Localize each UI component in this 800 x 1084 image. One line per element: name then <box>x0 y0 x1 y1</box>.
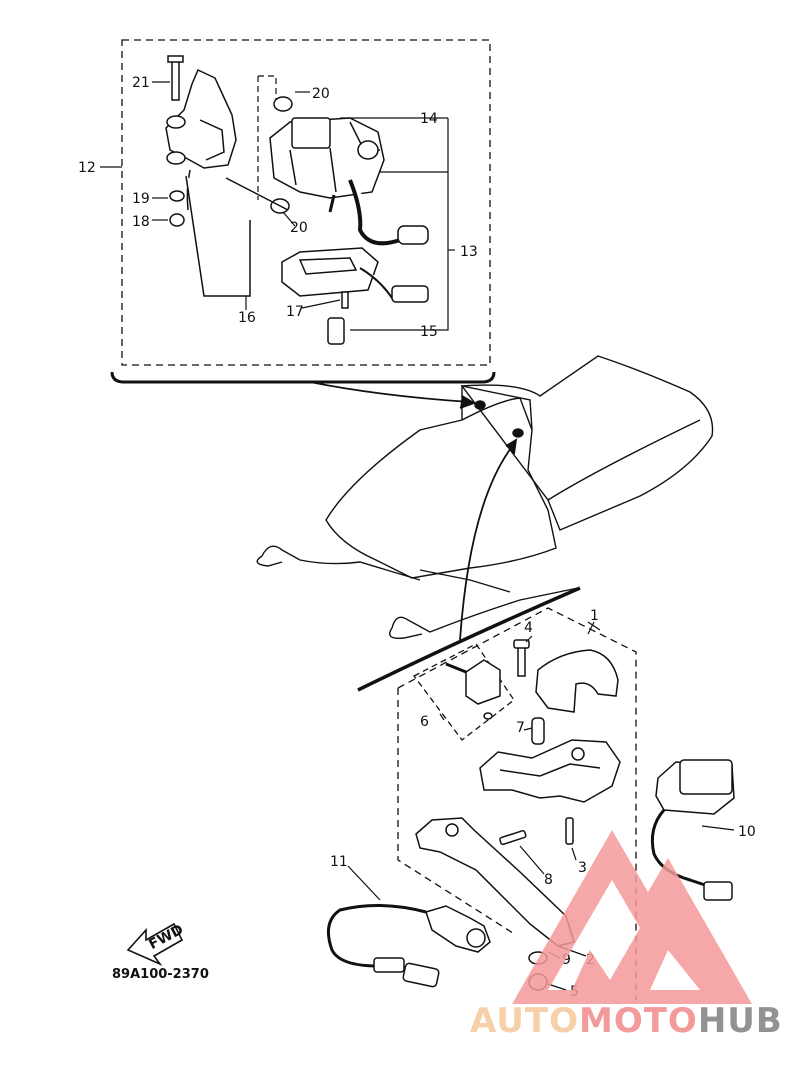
cable <box>348 179 401 246</box>
washer-19 <box>169 190 185 202</box>
watermark-moto: MOTO <box>579 1001 698 1041</box>
upper-frame-bracket <box>110 371 496 384</box>
seat-outline <box>460 355 714 531</box>
lower-dashed-frame <box>397 607 637 1000</box>
callout-15: 15 <box>420 324 438 340</box>
throttle-parts <box>326 639 735 991</box>
callout-17: 17 <box>286 304 304 320</box>
callout-8: 8 <box>544 872 553 888</box>
watermark-hub: HUB <box>698 1001 783 1041</box>
grommet-20-top <box>273 96 293 112</box>
upper-dashed-frame <box>121 39 491 366</box>
bolt-15 <box>327 317 345 345</box>
callout-4: 4 <box>524 620 533 636</box>
upper-leader-lines <box>100 75 455 331</box>
callout-14: 14 <box>420 111 438 127</box>
callout-6: 6 <box>420 714 429 730</box>
screw-4 <box>517 645 526 677</box>
callout-11: 11 <box>330 854 348 870</box>
watermark-logo: AUTOMOTOHUB <box>470 830 783 1041</box>
rear-ski <box>391 587 579 633</box>
callout-10: 10 <box>738 824 756 840</box>
callout-3: 3 <box>578 860 587 876</box>
callout-1: 1 <box>590 608 599 624</box>
callout-labels: 21 20 14 12 19 18 20 13 17 16 15 1 4 6 7… <box>78 75 756 1000</box>
fwd-arrow-icon <box>126 922 184 966</box>
screw-17 <box>341 291 349 309</box>
bracket-assembly <box>165 55 237 227</box>
plate-assembly <box>185 175 429 345</box>
callout-16: 16 <box>238 310 256 326</box>
front-ski <box>261 545 421 581</box>
bolt-21 <box>171 59 180 101</box>
callout-19: 19 <box>132 191 150 207</box>
bolt-8 <box>499 829 527 846</box>
bolt-3 <box>565 817 574 845</box>
fwd-arrow: FWD <box>126 922 186 966</box>
watermark-triangle-icon <box>512 830 752 1004</box>
nut-18 <box>169 213 185 227</box>
snowmobile-body <box>256 355 714 692</box>
callout-12: 12 <box>78 160 96 176</box>
callout-13: 13 <box>460 244 478 260</box>
cover-1 <box>535 649 619 713</box>
callout-20-top: 20 <box>312 86 330 102</box>
svg-text:AUTOMOTOHUB: AUTOMOTOHUB <box>470 1001 783 1041</box>
hood-outline <box>325 397 557 579</box>
upper-inset <box>110 39 496 384</box>
lower-assembly <box>397 607 637 1000</box>
link-arrows <box>309 381 518 641</box>
watermark-auto: AUTO <box>470 1001 579 1041</box>
switch-6 <box>465 659 501 705</box>
callout-9: 9 <box>562 952 571 968</box>
pin-7 <box>531 717 545 745</box>
part-code: 89A100-2370 <box>112 967 209 982</box>
callout-21: 21 <box>132 75 150 91</box>
callout-20-bottom: 20 <box>290 220 308 236</box>
callout-7: 7 <box>516 720 525 736</box>
callout-18: 18 <box>132 214 150 230</box>
